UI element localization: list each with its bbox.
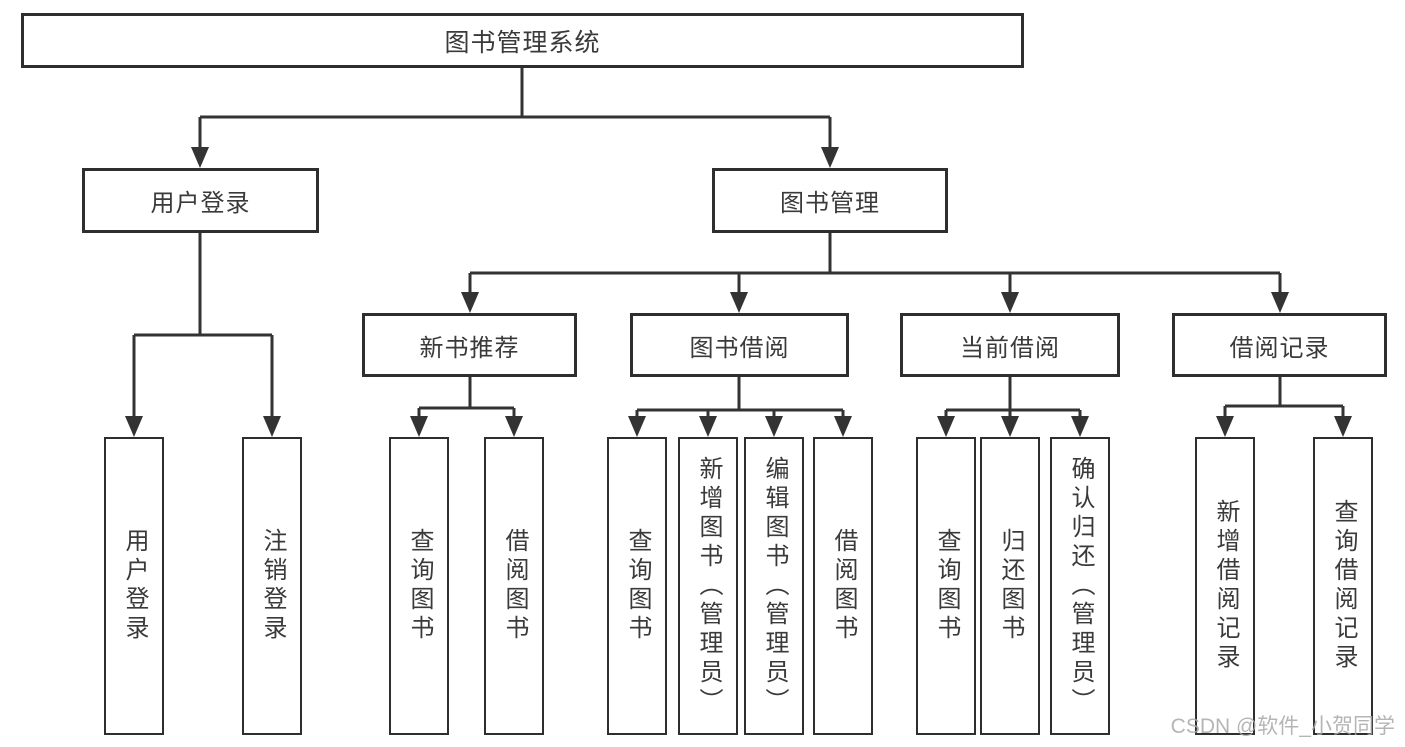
leaf-borrow-books-recommend: 借阅图书	[484, 437, 544, 735]
node-new-book-recommend-label: 新书推荐	[419, 334, 520, 362]
node-new-book-recommend: 新书推荐	[362, 313, 577, 377]
leaf-return-books: 归还图书	[980, 437, 1040, 735]
node-book-borrowing-label: 图书借阅	[689, 334, 790, 362]
leaf-add-books-admin: 新增图书（管理员）	[678, 437, 738, 735]
leaf-query-books-borrowing-label: 查询图书	[624, 528, 651, 644]
node-borrowing-records-label: 借阅记录	[1229, 334, 1330, 362]
node-library-management-system: 图书管理系统	[21, 13, 1024, 68]
connector-book-borrowing-branch	[628, 377, 852, 437]
leaf-query-borrow-record-label: 查询借阅记录	[1330, 499, 1357, 673]
node-current-borrowing-label: 当前借阅	[960, 334, 1060, 362]
leaf-edit-books-admin-label: 编辑图书（管理员）	[761, 455, 788, 717]
leaf-add-books-admin-label: 新增图书（管理员）	[695, 455, 722, 717]
leaf-borrow-books-borrowing: 借阅图书	[813, 437, 873, 735]
leaf-query-books-current: 查询图书	[916, 437, 976, 735]
connector-new-book-recommend-branch	[410, 377, 523, 437]
leaf-return-books-label: 归还图书	[997, 528, 1024, 644]
leaf-add-borrow-record-label: 新增借阅记录	[1212, 499, 1239, 673]
node-user-login: 用户登录	[82, 168, 319, 233]
leaf-borrow-books-recommend-label: 借阅图书	[501, 528, 528, 644]
leaf-user-login: 用户登录	[104, 437, 164, 735]
leaf-query-books-current-label: 查询图书	[933, 528, 960, 644]
node-book-management-label: 图书管理	[780, 190, 880, 217]
csdn-watermark: CSDN @软件_小贺同学	[1170, 715, 1395, 738]
node-borrowing-records: 借阅记录	[1172, 313, 1387, 377]
leaf-user-login-label: 用户登录	[121, 528, 148, 644]
connector-root-branch	[191, 68, 839, 168]
leaf-logout-label: 注销登录	[259, 528, 286, 644]
connector-current-borrowing-branch	[937, 377, 1089, 437]
leaf-borrow-books-borrowing-label: 借阅图书	[830, 528, 857, 644]
connector-user-login-branch	[125, 233, 281, 437]
leaf-query-books-recommend: 查询图书	[389, 437, 449, 735]
leaf-query-books-borrowing: 查询图书	[607, 437, 667, 735]
node-book-management: 图书管理	[712, 168, 948, 233]
node-library-management-system-label: 图书管理系统	[444, 28, 601, 57]
node-book-borrowing: 图书借阅	[630, 313, 849, 377]
leaf-confirm-return-admin: 确认归还（管理员）	[1050, 437, 1110, 735]
node-user-login-label: 用户登录	[150, 190, 251, 217]
leaf-query-borrow-record: 查询借阅记录	[1313, 437, 1373, 735]
leaf-query-books-recommend-label: 查询图书	[406, 528, 433, 644]
leaf-logout: 注销登录	[242, 437, 302, 735]
leaf-add-borrow-record: 新增借阅记录	[1195, 437, 1255, 735]
node-current-borrowing: 当前借阅	[900, 313, 1120, 377]
leaf-confirm-return-admin-label: 确认归还（管理员）	[1067, 455, 1094, 717]
connector-borrowing-records-branch	[1216, 377, 1352, 437]
leaf-edit-books-admin: 编辑图书（管理员）	[744, 437, 804, 735]
connector-book-management-branch	[461, 233, 1289, 313]
